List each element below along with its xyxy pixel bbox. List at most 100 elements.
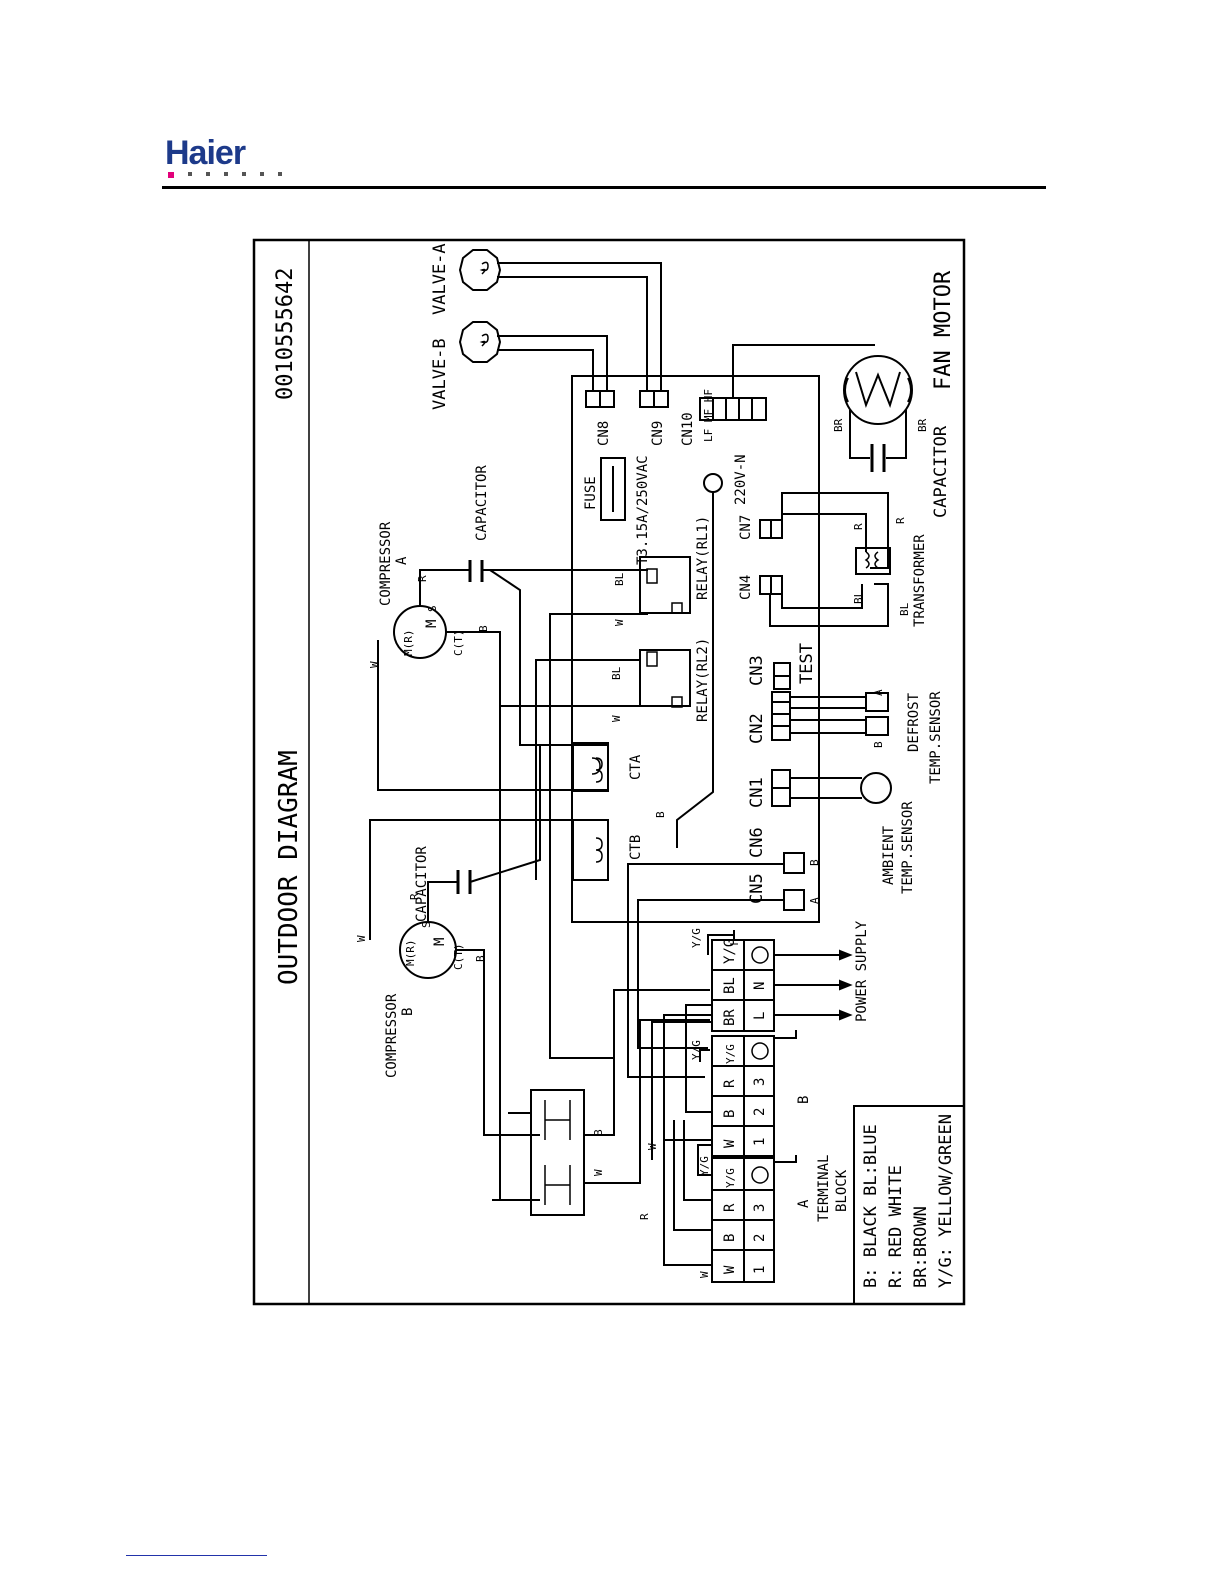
label-s-b: S	[420, 921, 433, 928]
label-compressor-b-letter: B	[400, 1008, 416, 1016]
wire-w-tb: W	[646, 1143, 659, 1150]
label-terminal-a-letter: A	[796, 1199, 812, 1208]
wire-r-tr1: R	[852, 523, 865, 530]
label-capacitor-b: CAPACITOR	[414, 846, 430, 922]
wire-w-a: W	[368, 661, 381, 668]
label-relay2: RELAY(RL2)	[695, 638, 711, 722]
label-cn7: CN7	[738, 515, 754, 540]
wire-r-a: R	[416, 575, 429, 582]
ta-cell-b: B	[722, 1234, 738, 1242]
wire-bl-tr2: BL	[898, 602, 911, 616]
diagram-frame	[252, 238, 966, 1306]
wire-a-cn5: A	[808, 897, 821, 904]
wire-b-cn6: B	[808, 859, 821, 866]
ta-cell-1: 1	[752, 1266, 768, 1274]
wire-r-b: R	[408, 893, 421, 900]
label-relay1: RELAY(RL1)	[695, 516, 711, 600]
logo-text: Haier	[165, 134, 246, 172]
diagram-code: 0010555642	[273, 268, 298, 400]
label-220v: 220V-N	[733, 454, 749, 505]
wire-a-def: A	[872, 689, 885, 696]
cn2-connector	[771, 691, 791, 741]
ps-cell-n: N	[752, 982, 768, 990]
wire-bl-rl1: BL	[613, 572, 626, 586]
tb-cell-b: B	[722, 1110, 738, 1118]
wire-b-a: B	[477, 625, 490, 632]
legend-line-3: BR:BROWN	[911, 1206, 931, 1288]
wire-yg-ps: Y/G	[690, 928, 703, 948]
tb-cell-yg: Y/G	[724, 1044, 737, 1064]
tb-cell-3: 3	[752, 1078, 768, 1086]
label-defrost-temp-sensor: TEMP.SENSOR	[928, 691, 944, 784]
label-cn6: CN6	[747, 827, 767, 858]
label-transformer: TRANSFORMER	[912, 534, 928, 627]
ta-cell-3: 3	[752, 1204, 768, 1212]
label-cn5: CN5	[747, 873, 767, 904]
legend-line-4: Y/G: YELLOW/GREEN	[936, 1114, 956, 1288]
wire-w-rl1: W	[613, 619, 626, 626]
wire-b-cont: B	[592, 1129, 605, 1136]
wire-br-fan2: BR	[916, 418, 929, 432]
wire-w-cont: W	[592, 1169, 605, 1176]
diagram-title: OUTDOOR DIAGRAM	[274, 750, 304, 985]
fuse	[600, 457, 626, 521]
wire-w-rl2: W	[610, 715, 623, 722]
label-cn9: CN9	[650, 421, 666, 446]
ambient-temp-sensor	[860, 772, 892, 804]
wire-bl-rl2: BL	[610, 666, 623, 680]
label-ambient-temp-sensor: TEMP.SENSOR	[900, 801, 916, 894]
ta-cell-r: R	[722, 1203, 738, 1212]
label-s-a: S	[426, 605, 439, 612]
wire-b-b: B	[474, 955, 487, 962]
label-cn1: CN1	[747, 777, 767, 808]
ctb-coil	[572, 819, 609, 881]
label-cn4: CN4	[738, 575, 754, 600]
label-mr-a: M(R)	[402, 630, 415, 657]
label-cn10-pins: LF MF HF	[702, 389, 715, 442]
logo-dots	[168, 172, 282, 178]
tb-cell-w: W	[722, 1139, 738, 1148]
label-cta: CTA	[628, 754, 644, 780]
label-ct-b: C(T)	[452, 944, 465, 971]
label-test: TEST	[797, 643, 817, 684]
label-cn8: CN8	[596, 421, 612, 446]
ta-cell-w: W	[722, 1265, 738, 1274]
wire-yg-tb: Y/G	[690, 1040, 703, 1060]
label-fan-motor: FAN MOTOR	[931, 270, 956, 390]
label-ct-a: C(T)	[452, 630, 465, 657]
wire-b-pcb: B	[654, 811, 667, 818]
wire-yg-ta: Y/G	[698, 1156, 711, 1176]
ps-cell-yg: Y/G	[722, 939, 738, 964]
tb-cell-1: 1	[752, 1138, 768, 1146]
valve-a	[458, 249, 502, 291]
pcb-board	[571, 375, 820, 923]
wire-w-b: W	[355, 935, 368, 942]
header-rule	[162, 186, 1046, 189]
defrost-sensor-a	[865, 692, 889, 712]
legend-line-1: B: BLACK BL:BLUE	[861, 1124, 881, 1288]
label-terminal: TERMINAL	[816, 1155, 832, 1222]
label-compressor-b: COMPRESSOR	[384, 993, 400, 1078]
label-fan-capacitor: CAPACITOR	[931, 425, 951, 518]
label-capacitor-a: CAPACITOR	[474, 465, 490, 541]
label-power-supply: POWER SUPPLY	[854, 920, 870, 1022]
label-ctb: CTB	[628, 835, 644, 860]
relay-rl1	[639, 556, 691, 614]
transformer	[855, 547, 891, 575]
valve-b	[458, 321, 502, 363]
tb-cell-r: R	[722, 1079, 738, 1088]
label-fuse: FUSE	[583, 476, 599, 510]
label-defrost: DEFROST	[906, 692, 922, 752]
ta-cell-2: 2	[752, 1234, 768, 1242]
label-mr-b: M(R)	[404, 940, 417, 967]
wire-r-tr2: R	[894, 517, 907, 524]
label-compressor-a: COMPRESSOR	[378, 521, 394, 606]
label-m-a: M	[424, 620, 440, 628]
ps-cell-br: BR	[722, 1009, 738, 1026]
contactor-block	[530, 1089, 585, 1216]
label-valve-a: VALVE-A	[430, 243, 450, 315]
label-fuse-rating: T3.15A/250VAC	[635, 455, 651, 565]
label-cn3: CN3	[747, 655, 767, 686]
